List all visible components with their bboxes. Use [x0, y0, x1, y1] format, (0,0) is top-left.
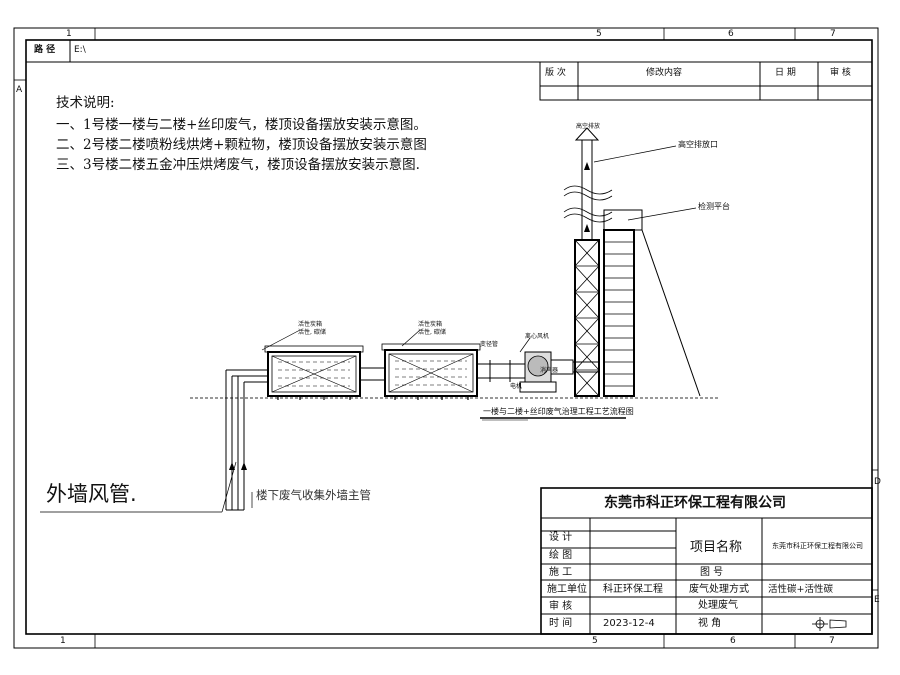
- notes-heading: 技术说明:: [56, 95, 115, 111]
- project-name-value: 东莞市科正环保工程有限公司: [772, 542, 863, 550]
- activated-carbon-box-2: [381, 343, 481, 400]
- silencer-label: 消声器: [540, 367, 559, 374]
- fan-inlet-pipe: [477, 360, 525, 382]
- row-label-time: 时 间: [549, 618, 573, 629]
- row-label-design: 设 计: [549, 532, 573, 543]
- notes-line-1: 一、1号楼一楼与二楼+丝印废气，楼顶设备摆放安装示意图。: [56, 117, 427, 133]
- revision-header-content: 修改内容: [646, 68, 683, 78]
- path-label: 路 径: [34, 45, 56, 55]
- drawing-no-label: 图 号: [700, 567, 724, 578]
- exhaust-outlet-label: 高空排放口: [678, 140, 718, 149]
- motor-label: 电机: [510, 383, 523, 390]
- frame-col-6-bottom: 6: [730, 636, 736, 646]
- centrifugal-fan: [519, 351, 574, 393]
- row-label-contractor: 施工单位: [547, 584, 587, 595]
- contractor-value: 科正环保工程: [603, 584, 663, 595]
- view-angle-symbol: [812, 617, 847, 631]
- stack-flow-arrows: [584, 162, 590, 232]
- revision-header-review: 审 核: [830, 68, 851, 78]
- project-name-label: 项目名称: [690, 540, 743, 555]
- activated-carbon-box-1: [264, 345, 364, 400]
- ladder-column: [603, 209, 701, 397]
- path-value: E:\: [74, 45, 86, 55]
- frame-col-1-top: 1: [66, 29, 72, 39]
- frame-row-a: A: [16, 85, 23, 95]
- exhaust-stack: [563, 127, 613, 397]
- method-label: 废气处理方式: [689, 584, 749, 595]
- company-name: 东莞市科正环保工程有限公司: [604, 495, 786, 511]
- connector-duct-1: [360, 367, 385, 381]
- box1-sub-label: 活性, 碳储: [298, 329, 326, 336]
- leader-lines: [40, 145, 697, 513]
- box1-label: 活性炭箱: [298, 321, 323, 328]
- revision-header-date: 日 期: [775, 68, 796, 78]
- time-value: 2023-12-4: [603, 618, 655, 629]
- duct-flow-arrows: [229, 462, 247, 470]
- revision-table: [539, 61, 873, 101]
- frame-col-7-top: 7: [830, 29, 836, 39]
- view-label: 视 角: [698, 618, 722, 629]
- row-label-construction: 施 工: [549, 567, 573, 578]
- row-label-drawing: 绘 图: [549, 550, 573, 561]
- frame-col-5-bottom: 5: [592, 636, 598, 646]
- stack-top-label: 高空排放: [576, 123, 601, 130]
- frame-row-d: D: [874, 477, 881, 487]
- frame-col-7-bottom: 7: [829, 636, 835, 646]
- notes-line-3: 三、3号楼二楼五金冲压烘烤废气，楼顶设备摆放安装示意图.: [56, 157, 420, 173]
- outer-duct-label: 外墙风管.: [46, 482, 137, 506]
- frame-col-5-top: 5: [596, 29, 602, 39]
- waste-label: 处理废气: [698, 600, 738, 611]
- row-label-review: 审 核: [549, 601, 573, 612]
- method-value: 活性碳+活性碳: [768, 584, 833, 595]
- fan-label: 离心风机: [525, 333, 550, 340]
- title-block-frame: [540, 487, 873, 635]
- box2-sub-label: 活性, 碳储: [418, 329, 446, 336]
- stack-inlet-duct: [573, 361, 600, 373]
- revision-header-version: 版 次: [545, 68, 566, 78]
- frame-col-6-top: 6: [728, 29, 734, 39]
- pipe-label: 变径管: [480, 341, 499, 348]
- wall-duct: [225, 369, 268, 511]
- frame-col-1-bottom: 1: [60, 636, 66, 646]
- zone-ticks: [14, 28, 878, 648]
- diagram-caption: 一楼与二楼+丝印废气治理工程工艺流程图: [483, 407, 634, 416]
- platform-label: 检测平台: [698, 202, 730, 211]
- path-bar-frame: [25, 39, 873, 63]
- frame-row-e: E: [874, 595, 880, 605]
- outer-border: [13, 27, 879, 649]
- box2-label: 活性炭箱: [418, 321, 443, 328]
- main-duct-label: 楼下废气收集外墙主管: [256, 488, 371, 502]
- notes-line-2: 二、2号楼二楼喷粉线烘烤+颗粒物，楼顶设备摆放安装示意图: [56, 137, 427, 153]
